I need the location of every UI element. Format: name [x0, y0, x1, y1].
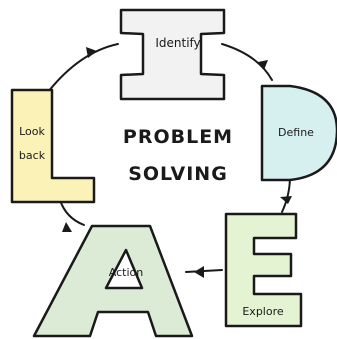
- letter-a-shape: [32, 224, 194, 338]
- stage-action: Action: [32, 224, 194, 338]
- arrowhead-to-identify: [86, 47, 97, 58]
- letter-i-shape: [119, 8, 226, 101]
- center-title-line2: SOLVING: [128, 163, 228, 185]
- stage-look-back: Look back: [10, 88, 96, 204]
- stage-label-look-back-line2: back: [19, 149, 46, 162]
- arrowhead-to-explore: [280, 196, 292, 204]
- center-title: PROBLEM SOLVING: [123, 126, 233, 185]
- stage-label-action: Action: [109, 266, 143, 279]
- stage-label-explore: Explore: [242, 305, 284, 318]
- arc-identify-to-define: [221, 43, 273, 81]
- arrowhead-to-define: [258, 60, 268, 70]
- arrowheads: [62, 47, 292, 278]
- arc-action-to-look-back: [59, 199, 85, 226]
- letter-e-shape: [224, 212, 303, 328]
- arc-look-back-to-identify: [47, 43, 119, 93]
- letter-l-shape: [10, 88, 96, 204]
- stage-label-identify: Identify: [155, 36, 200, 50]
- arrowhead-to-look-back: [62, 222, 72, 232]
- stage-label-look-back-line1: Look: [19, 125, 45, 138]
- arrowhead-to-action: [194, 266, 204, 278]
- stage-identify: Identify: [119, 8, 226, 101]
- stage-define: Define: [260, 84, 337, 182]
- stage-explore: Explore: [224, 212, 303, 328]
- arc-define-to-explore: [281, 175, 291, 213]
- center-title-line1: PROBLEM: [123, 126, 233, 148]
- stage-label-define: Define: [278, 126, 314, 139]
